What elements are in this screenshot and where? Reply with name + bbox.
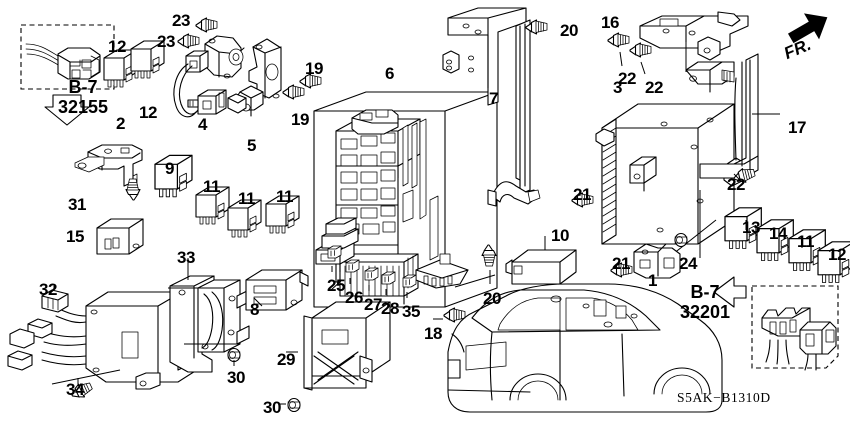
clip-28 bbox=[381, 271, 396, 285]
bracket-7 bbox=[442, 7, 541, 207]
callout-arrow-left-32201 bbox=[713, 276, 747, 308]
callout-number-35: 35 bbox=[402, 302, 420, 321]
connector-detail-box bbox=[20, 24, 115, 90]
callout-number-33: 33 bbox=[177, 248, 195, 267]
callout-number-19: 19 bbox=[291, 110, 309, 129]
bolt-23b bbox=[177, 33, 200, 49]
callout-group-code-line2: 32201 bbox=[679, 302, 731, 323]
callout-number-30: 30 bbox=[227, 368, 245, 387]
engine-control-module-3 bbox=[595, 103, 747, 259]
control-unit-29 bbox=[286, 301, 391, 391]
bracket-2 bbox=[74, 144, 143, 187]
callout-arrow-down-32155 bbox=[44, 94, 90, 126]
callout-number-29: 29 bbox=[277, 350, 295, 369]
callout-number-4: 4 bbox=[198, 115, 207, 134]
bolt-22b bbox=[629, 42, 652, 58]
bracket-5 bbox=[227, 38, 282, 117]
clip-27 bbox=[364, 267, 379, 281]
callout-number-32: 32 bbox=[39, 280, 57, 299]
callout-number-10: 10 bbox=[551, 226, 569, 245]
sensor-assembly-4 bbox=[173, 35, 245, 118]
callout-group-32201: B-7 32201 bbox=[660, 282, 750, 322]
relay-8 bbox=[245, 269, 309, 311]
callout-number-15: 15 bbox=[66, 227, 84, 246]
callout-group-code-line1: B-7 bbox=[68, 77, 98, 97]
callout-group-32155: B-7 32155 bbox=[33, 77, 133, 117]
bracket-33 bbox=[168, 258, 250, 373]
clip-25 bbox=[327, 245, 342, 259]
nut-30b bbox=[287, 397, 301, 413]
callout-group-code-line1: B-7 bbox=[690, 282, 720, 302]
vehicle-body-outline bbox=[447, 283, 723, 413]
control-unit-15 bbox=[96, 218, 144, 255]
bracket-16 bbox=[639, 11, 749, 72]
callout-number-18: 18 bbox=[424, 324, 442, 343]
callout-number-22: 22 bbox=[645, 78, 663, 97]
callout-number-34: 34 bbox=[66, 380, 84, 399]
clip-26 bbox=[345, 259, 360, 273]
sheet-code: S5AK−B1310D bbox=[677, 390, 771, 405]
callout-number-28: 28 bbox=[381, 299, 399, 318]
callout-number-22: 22 bbox=[618, 69, 636, 88]
bolt-19a bbox=[282, 84, 305, 100]
callout-number-31: 31 bbox=[68, 195, 86, 214]
callout-number-24: 24 bbox=[679, 254, 697, 273]
bracket-1 bbox=[633, 243, 681, 279]
callout-number-11: 11 bbox=[276, 187, 293, 206]
bolt-22a bbox=[607, 32, 630, 48]
callout-number-16: 16 bbox=[601, 13, 619, 32]
callout-number-20: 20 bbox=[560, 21, 578, 40]
callout-number-12: 12 bbox=[139, 103, 157, 122]
callout-number-21: 21 bbox=[612, 254, 630, 273]
callout-number-12: 12 bbox=[108, 37, 126, 56]
callout-number-9: 9 bbox=[165, 159, 174, 178]
callout-number-1: 1 bbox=[648, 271, 657, 290]
callout-number-11: 11 bbox=[797, 232, 814, 251]
callout-number-20: 20 bbox=[483, 289, 501, 308]
callout-number-11: 11 bbox=[238, 189, 255, 208]
clip-35 bbox=[402, 274, 417, 288]
callout-number-3: 3 bbox=[613, 78, 622, 97]
callout-number-13: 13 bbox=[742, 218, 760, 237]
callout-number-26: 26 bbox=[345, 288, 363, 307]
callout-number-30: 30 bbox=[263, 398, 281, 417]
callout-number-11: 11 bbox=[203, 177, 220, 196]
callout-number-6: 6 bbox=[385, 64, 394, 83]
callout-number-23: 23 bbox=[172, 11, 190, 30]
callout-number-21: 21 bbox=[573, 185, 591, 204]
nut-30a bbox=[227, 347, 241, 363]
bolt-20-bottom bbox=[481, 244, 497, 267]
callout-number-7: 7 bbox=[489, 89, 498, 108]
callout-number-17: 17 bbox=[788, 118, 806, 137]
nut-24 bbox=[674, 232, 688, 248]
bolt-23a bbox=[195, 17, 218, 33]
connector-detail-box-32201 bbox=[751, 285, 839, 371]
callout-number-23: 23 bbox=[157, 32, 175, 51]
control-unit-10 bbox=[505, 236, 577, 285]
front-direction-arrow bbox=[787, 13, 828, 44]
callout-number-19: 19 bbox=[305, 59, 323, 78]
callout-number-8: 8 bbox=[250, 300, 259, 319]
under-dash-fuse-box-6 bbox=[313, 91, 498, 308]
callout-number-5: 5 bbox=[247, 136, 256, 155]
callout-number-2: 2 bbox=[116, 114, 125, 133]
callout-number-27: 27 bbox=[364, 295, 382, 314]
callout-number-12: 12 bbox=[828, 245, 846, 264]
callout-number-25: 25 bbox=[327, 276, 345, 295]
callout-group-code-line2: 32155 bbox=[57, 97, 109, 118]
callout-number-22: 22 bbox=[727, 175, 745, 194]
callout-number-14: 14 bbox=[769, 224, 787, 243]
